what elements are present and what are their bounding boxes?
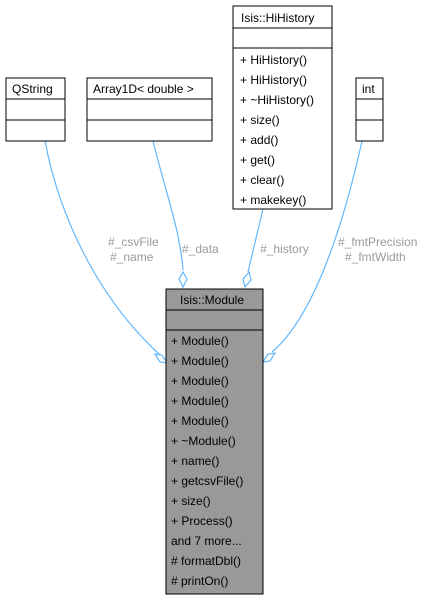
module-member-8: + size() bbox=[171, 494, 211, 508]
hihistory-member-7: + makekey() bbox=[240, 193, 306, 207]
module-member-10: and 7 more... bbox=[171, 534, 242, 548]
edge-labels: #_csvFile #_name #_data #_history #_fmtP… bbox=[108, 235, 417, 264]
hihistory-member-2: + ~HiHistory() bbox=[240, 93, 314, 107]
hihistory-member-1: + HiHistory() bbox=[240, 73, 307, 87]
module-member-7: + getcsvFile() bbox=[171, 474, 243, 488]
hihistory-member-6: + clear() bbox=[240, 173, 284, 187]
module-member-2: + Module() bbox=[171, 374, 229, 388]
module-member-6: + name() bbox=[171, 454, 219, 468]
hihistory-member-4: + add() bbox=[240, 133, 278, 147]
hihistory-member-0: + HiHistory() bbox=[240, 53, 307, 67]
edge-label-csvfile: #_csvFile bbox=[108, 235, 159, 249]
class-module-members: + Module() + Module() + Module() + Module()… bbox=[171, 334, 243, 588]
class-hihistory-members: + HiHistory() + HiHistory() + ~HiHistory()… bbox=[240, 53, 314, 207]
edges bbox=[44, 140, 363, 364]
edge-qstring-diamond bbox=[153, 353, 169, 364]
class-int[interactable]: int bbox=[355, 77, 384, 142]
module-member-11: # formatDbl() bbox=[171, 554, 241, 568]
class-array1d-title: Array1D< double > bbox=[93, 82, 194, 96]
edge-label-name: #_name bbox=[110, 250, 154, 264]
edge-array1d-module bbox=[152, 140, 184, 271]
edge-array1d-diamond bbox=[178, 270, 188, 289]
class-qstring[interactable]: QString bbox=[5, 77, 66, 142]
edge-qstring-module bbox=[44, 140, 161, 356]
module-member-3: + Module() bbox=[171, 394, 229, 408]
module-member-4: + Module() bbox=[171, 414, 229, 428]
class-array1d[interactable]: Array1D< double > bbox=[86, 77, 213, 142]
module-member-1: + Module() bbox=[171, 354, 229, 368]
class-module-title: Isis::Module bbox=[180, 293, 244, 307]
module-member-0: + Module() bbox=[171, 334, 229, 348]
module-member-12: # printOn() bbox=[171, 574, 228, 588]
module-member-9: + Process() bbox=[171, 514, 233, 528]
edge-label-fmtwidth: #_fmtWidth bbox=[345, 250, 406, 264]
class-qstring-title: QString bbox=[12, 82, 53, 96]
hihistory-member-3: + size() bbox=[240, 113, 280, 127]
class-hihistory-title: Isis::HiHistory bbox=[241, 11, 314, 25]
hihistory-member-5: + get() bbox=[240, 153, 275, 167]
edge-label-history: #_history bbox=[260, 242, 309, 256]
edge-int-diamond bbox=[261, 352, 277, 363]
edge-hihistory-module bbox=[247, 208, 264, 273]
edge-label-data: #_data bbox=[182, 242, 219, 256]
class-hihistory[interactable]: Isis::HiHistory + HiHistory()+ HiHistory… bbox=[232, 5, 333, 210]
class-int-title: int bbox=[362, 82, 375, 96]
edge-int-module bbox=[271, 140, 363, 353]
edge-label-fmtprecision: #_fmtPrecision bbox=[338, 235, 417, 249]
module-member-5: + ~Module() bbox=[171, 434, 236, 448]
edge-hihistory-diamond bbox=[242, 270, 252, 289]
class-module[interactable]: Isis::Module + Module()+ Module()+ Modul… bbox=[165, 288, 264, 595]
